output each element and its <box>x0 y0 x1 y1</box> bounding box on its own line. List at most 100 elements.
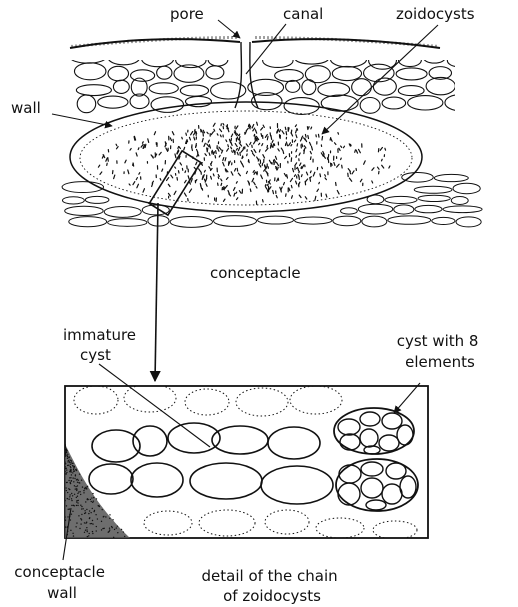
wall-cell <box>443 206 482 213</box>
immature-cysts <box>89 423 333 504</box>
wall-cell <box>214 216 257 227</box>
cyst <box>92 430 140 462</box>
zoom-region <box>149 151 201 215</box>
cyst <box>268 427 320 459</box>
label-wall: wall <box>11 99 41 117</box>
dotted-cyst <box>373 521 417 539</box>
dotted-cyst <box>74 386 118 414</box>
tissue-cell <box>295 53 328 64</box>
conceptacle-cavity <box>70 102 422 212</box>
wall-cell <box>418 195 450 201</box>
label-conceptacle-wall: conceptacle wall <box>14 563 109 602</box>
wall-cell <box>295 217 332 224</box>
tissue-cell <box>74 63 106 80</box>
wall-cell <box>62 197 84 204</box>
label-cyst-with-8-elements: cyst with 8 elements <box>397 332 484 371</box>
wall-cell <box>388 216 431 224</box>
wall-cell <box>341 208 358 214</box>
wall-cell <box>358 204 392 214</box>
tissue-cell <box>445 95 474 111</box>
tissue-cell <box>108 66 129 80</box>
dotted-cyst <box>236 388 288 416</box>
tissue-cell <box>98 96 128 108</box>
tissue-cell <box>206 66 224 79</box>
wall-cell <box>367 195 384 204</box>
wall-cell <box>170 217 212 228</box>
tissue-cell <box>447 55 471 67</box>
wall-cell <box>453 183 480 193</box>
wall-cell <box>258 216 294 224</box>
cyst-8-pointer <box>394 383 420 413</box>
tissue-cell <box>302 80 316 95</box>
cyst <box>89 464 133 494</box>
surface-line <box>70 39 440 48</box>
wall-cell <box>69 217 107 227</box>
tissue-cell <box>352 79 372 96</box>
tissue-cell <box>408 96 443 110</box>
tissue-cell <box>426 77 455 94</box>
canal <box>235 42 258 108</box>
label-detail-caption: detail of the chain of zoidocysts <box>202 567 343 605</box>
wall-cell <box>362 216 387 227</box>
wall-cell <box>402 173 434 183</box>
tissue-cell <box>360 98 380 114</box>
cyst <box>261 466 333 504</box>
tissue-cell <box>332 66 361 80</box>
tissue-cell <box>208 53 228 66</box>
label-pore: pore <box>170 5 204 23</box>
tissue-cell <box>113 80 129 93</box>
wall-cell <box>451 197 468 205</box>
tissue-cell <box>398 86 424 96</box>
cyst <box>131 463 183 497</box>
tissue-cell <box>423 52 445 63</box>
tissue-cell <box>263 54 293 68</box>
tissue-cell <box>142 51 174 67</box>
dotted-cyst <box>316 518 364 538</box>
conceptacle-section <box>52 36 482 227</box>
zoom-arrow <box>155 203 158 381</box>
tissue-cell <box>157 66 172 79</box>
wall-cell <box>432 217 455 224</box>
wall-cell <box>434 174 468 181</box>
cyst-8-elements-upper <box>334 408 414 454</box>
tissue-cell <box>321 95 358 111</box>
label-canal: canal <box>283 5 323 23</box>
wall-cell <box>456 217 481 227</box>
tissue-cell <box>76 85 111 96</box>
label-immature-cyst: immature cyst <box>63 326 141 364</box>
tissue-cell <box>180 85 208 96</box>
tissue-cell <box>149 83 178 94</box>
tissue-cell <box>77 95 96 113</box>
dotted-cyst <box>265 510 309 534</box>
label-zoidocysts: zoidocysts <box>396 5 475 23</box>
wall-cell <box>385 196 417 203</box>
cavity-inner-dots <box>80 111 412 205</box>
tissue-cell <box>382 97 406 109</box>
wall-cell <box>104 206 141 217</box>
tissue-cell <box>398 54 421 67</box>
tissue-cell <box>330 51 366 67</box>
cyst-8-elements-lower <box>336 459 418 511</box>
tissue-cell <box>369 52 397 69</box>
label-conceptacle: conceptacle <box>210 264 301 282</box>
wall-cell <box>108 219 147 227</box>
tissue-cell <box>396 68 427 80</box>
tissue-cell <box>275 70 304 82</box>
tissue-cell <box>108 51 140 65</box>
conceptacle-wall-cells <box>62 173 482 228</box>
tissue-cell <box>318 82 350 96</box>
detail-box <box>63 364 428 560</box>
wall-cell <box>333 216 361 226</box>
dotted-cyst <box>199 510 255 536</box>
zoidocyst-stipples <box>98 122 389 204</box>
wall-cell <box>394 205 414 214</box>
wall-cell <box>65 206 104 215</box>
upper-tissue-cells <box>70 51 474 115</box>
dotted-cyst <box>290 386 342 414</box>
dotted-cyst <box>185 389 229 415</box>
wall-cell <box>414 186 452 193</box>
wall-cell <box>415 205 442 212</box>
canal-pointer <box>246 24 286 74</box>
tissue-cell <box>286 80 300 92</box>
